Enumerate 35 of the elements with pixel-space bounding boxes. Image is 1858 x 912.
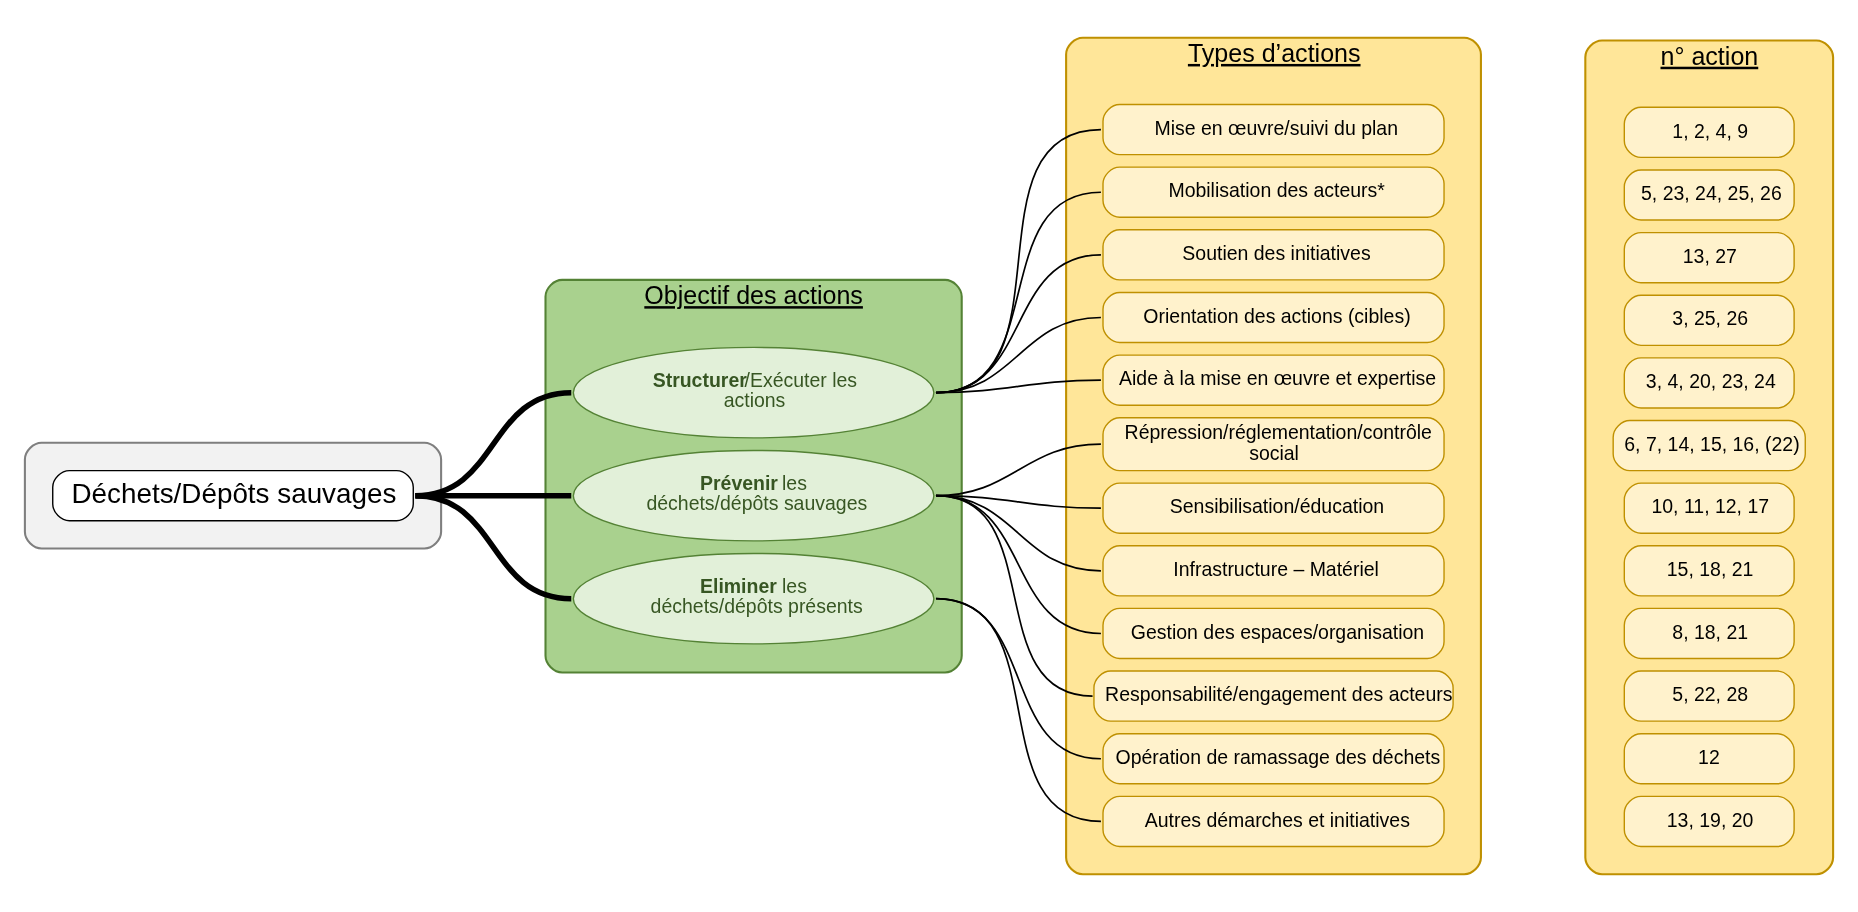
connector <box>935 128 1102 394</box>
node-box: 5, 22, 28 <box>1623 670 1795 722</box>
node-box: Responsabilité/engagement des acteurs <box>1093 670 1454 722</box>
node-box: Infrastructure – Matériel <box>1102 545 1445 597</box>
node-box: Gestion des espaces/organisation <box>1102 607 1445 660</box>
node-box: Mise en œuvre/suivi du plan <box>1102 103 1445 156</box>
cluster <box>23 441 443 550</box>
node-ellipse: Structurer/Exécuter les actions <box>572 346 935 439</box>
node-ellipse: Prévenir les déchets/dépôts sauvages <box>572 449 935 542</box>
node-box: Mobilisation des acteurs* <box>1102 166 1445 218</box>
node-box: 3, 4, 20, 23, 24 <box>1623 357 1795 409</box>
node-box: 15, 18, 21 <box>1623 545 1795 597</box>
node-box: 6, 7, 14, 15, 16, (22) <box>1612 419 1806 472</box>
node-box: 1, 2, 4, 9 <box>1623 106 1795 159</box>
connector <box>935 597 1102 823</box>
node-box: 12 <box>1623 733 1795 785</box>
connector <box>935 191 1102 394</box>
node-box: Aide à la mise en œuvre et expertise <box>1102 354 1445 406</box>
connector <box>935 316 1102 394</box>
node-box: Orientation des actions (cibles) <box>1102 291 1445 344</box>
node-box: 8, 18, 21 <box>1623 607 1795 660</box>
node-box: 10, 11, 12, 17 <box>1623 482 1795 534</box>
node-box: Répression/réglementation/contrôle social <box>1102 417 1445 472</box>
connector <box>935 254 1102 394</box>
node-box: 3, 25, 26 <box>1623 294 1795 347</box>
node-box: Autres démarches et initiatives <box>1102 795 1445 848</box>
node-box: 5, 23, 24, 25, 26 <box>1623 169 1795 221</box>
node-box: 13, 27 <box>1623 231 1795 284</box>
connector <box>935 379 1102 394</box>
node-box: Soutien des initiatives <box>1102 229 1445 281</box>
node-ellipse: Eliminer les déchets/dépôts présents <box>572 552 935 645</box>
node-box: Opération de ramassage des déchets <box>1102 733 1445 785</box>
node-box: Déchets/Dépôts sauvages <box>52 469 414 522</box>
node-box: 13, 19, 20 <box>1623 795 1795 848</box>
node-box: Sensibilisation/éducation <box>1102 482 1445 534</box>
